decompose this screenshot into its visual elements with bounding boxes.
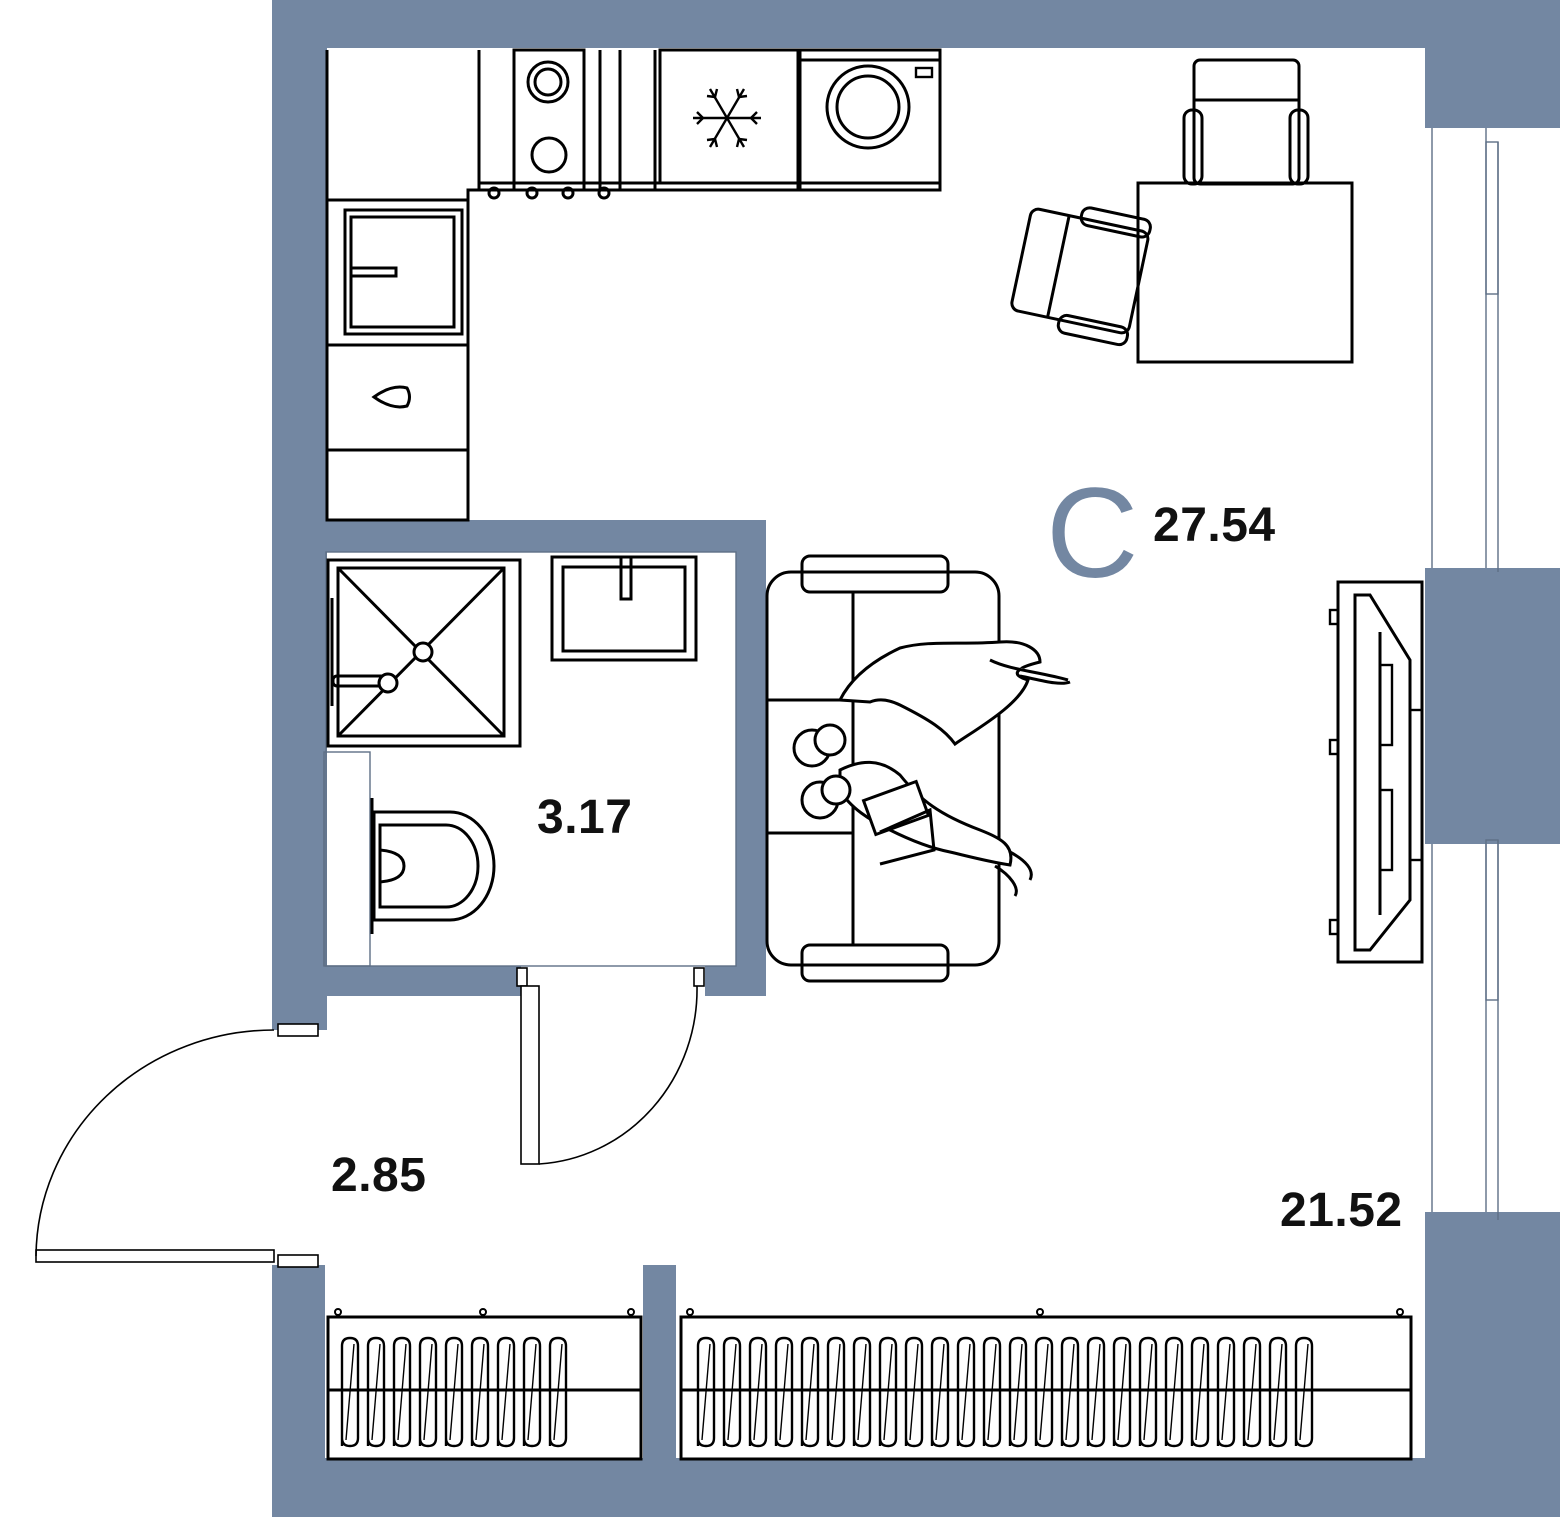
shower-icon xyxy=(326,558,522,748)
room-area-label-bathroom: 3.17 xyxy=(537,791,633,844)
washing-machine-icon xyxy=(798,48,942,192)
tv-stand-icon xyxy=(1328,580,1424,964)
people-on-sofa-icon xyxy=(792,640,1071,897)
sink-icon xyxy=(343,208,464,336)
door-icon xyxy=(35,1023,319,1268)
stove-icon xyxy=(487,48,622,200)
fridge-snowflake-icon xyxy=(658,48,800,185)
dishwasher-icon xyxy=(371,385,411,409)
dining-table-icon xyxy=(1136,181,1354,364)
toilet-icon xyxy=(370,798,496,934)
bathroom-sink-icon xyxy=(550,555,698,662)
room-area-label-living-kitchen: 21.52 xyxy=(1280,1184,1403,1237)
kitchen-cabinet-icon xyxy=(325,50,942,522)
window-icon xyxy=(323,128,1499,1220)
chair-icon xyxy=(1182,58,1310,186)
total-area-label: 27.54 xyxy=(1153,499,1276,552)
chair-icon xyxy=(1010,206,1152,347)
apartment-type-badge: С xyxy=(1046,462,1139,605)
sofa-icon xyxy=(765,554,1001,983)
radiator-icon xyxy=(334,1308,1404,1448)
room-area-label-hallway: 2.85 xyxy=(331,1149,427,1202)
walls xyxy=(272,0,1560,1517)
door-icon xyxy=(516,967,705,1165)
